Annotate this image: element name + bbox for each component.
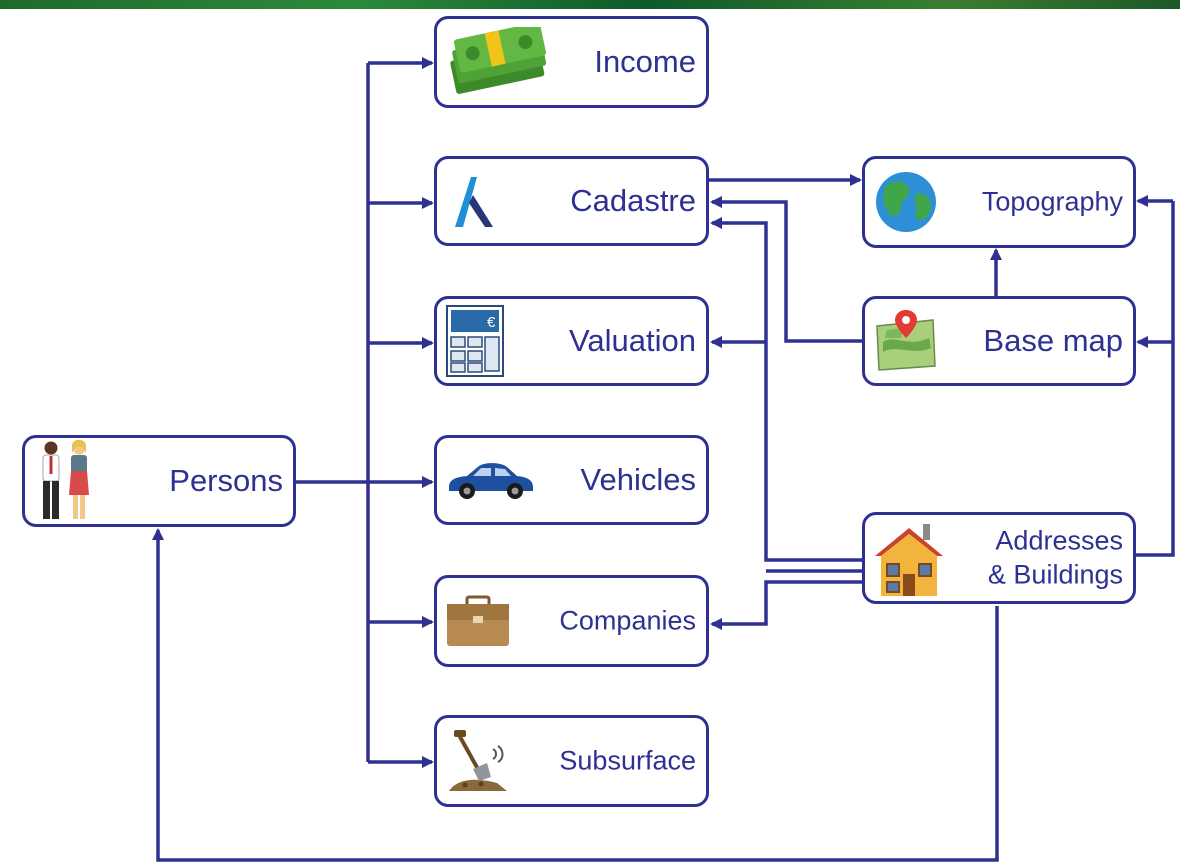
- node-addresses-label-line1: Addresses: [995, 525, 1123, 556]
- arrow-addresses-cadastre: [710, 217, 862, 562]
- node-basemap-label: Base map: [983, 323, 1123, 359]
- node-income: Income: [434, 16, 709, 108]
- node-vehicles: Vehicles: [434, 435, 709, 525]
- node-addresses-label-line2: & Buildings: [987, 559, 1123, 589]
- node-persons: Persons: [22, 435, 296, 527]
- node-persons-label: Persons: [169, 463, 283, 499]
- node-subsurface: Subsurface: [434, 715, 709, 807]
- arrow-addresses-companies: [710, 580, 862, 630]
- house-icon: [875, 524, 943, 596]
- node-cadastre: Cadastre: [434, 156, 709, 246]
- top-banner-strip: [0, 0, 1180, 9]
- arrow-basemap-cadastre: [710, 196, 862, 343]
- connector-addresses-right: [1134, 201, 1175, 557]
- node-cadastre-label: Cadastre: [570, 183, 696, 219]
- node-companies: Companies: [434, 575, 709, 667]
- node-income-label: Income: [594, 44, 696, 80]
- cadastre-logo-icon: [455, 177, 493, 227]
- node-subsurface-label: Subsurface: [559, 745, 696, 776]
- node-basemap: Base map: [862, 296, 1136, 386]
- node-topography: Topography: [862, 156, 1136, 248]
- node-companies-label: Companies: [559, 605, 696, 636]
- briefcase-icon: [447, 595, 509, 646]
- node-valuation: € Valuation: [434, 296, 709, 386]
- svg-text:€: €: [487, 314, 496, 331]
- money-icon: [450, 27, 547, 94]
- people-icon: [42, 439, 89, 519]
- globe-icon: [876, 172, 936, 232]
- node-topography-label: Topography: [981, 186, 1123, 217]
- node-vehicles-label: Vehicles: [580, 462, 696, 498]
- node-valuation-label: Valuation: [569, 323, 696, 359]
- calculator-euro-icon: €: [446, 305, 504, 377]
- node-addresses-label: Addresses & Buildings: [988, 524, 1123, 592]
- node-addresses-buildings: Addresses & Buildings: [862, 512, 1136, 604]
- map-pin-icon: [876, 310, 936, 371]
- car-icon: [449, 463, 533, 499]
- arrow-addresses-persons: [152, 528, 999, 862]
- shovel-icon: [449, 730, 507, 791]
